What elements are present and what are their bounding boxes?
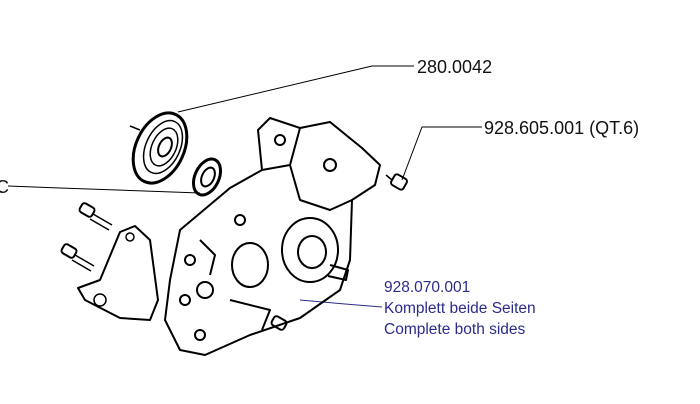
label-seal-part-number: C xyxy=(0,177,9,197)
housing-part xyxy=(164,117,381,356)
seal-part xyxy=(191,157,223,197)
note-german: Komplett beide Seiten xyxy=(384,300,536,317)
label-plug-part-number: 928.605.001 (QT.6) xyxy=(484,118,640,138)
leader-line-plug xyxy=(401,126,482,181)
screws xyxy=(60,202,288,331)
bracket-part xyxy=(77,225,159,321)
bearing-part xyxy=(129,111,189,185)
note-part-number: 928.070.001 xyxy=(384,279,471,296)
label-bearing-part-number: 280.0042 xyxy=(417,57,493,77)
leader-line-note xyxy=(299,299,383,308)
leader-line-bearing xyxy=(177,65,414,113)
leader-line-seal xyxy=(7,185,201,194)
housing-note: 928.070.001 Komplett beide Seiten Comple… xyxy=(384,277,536,340)
note-english: Complete both sides xyxy=(384,321,526,338)
plug-part xyxy=(385,173,408,191)
